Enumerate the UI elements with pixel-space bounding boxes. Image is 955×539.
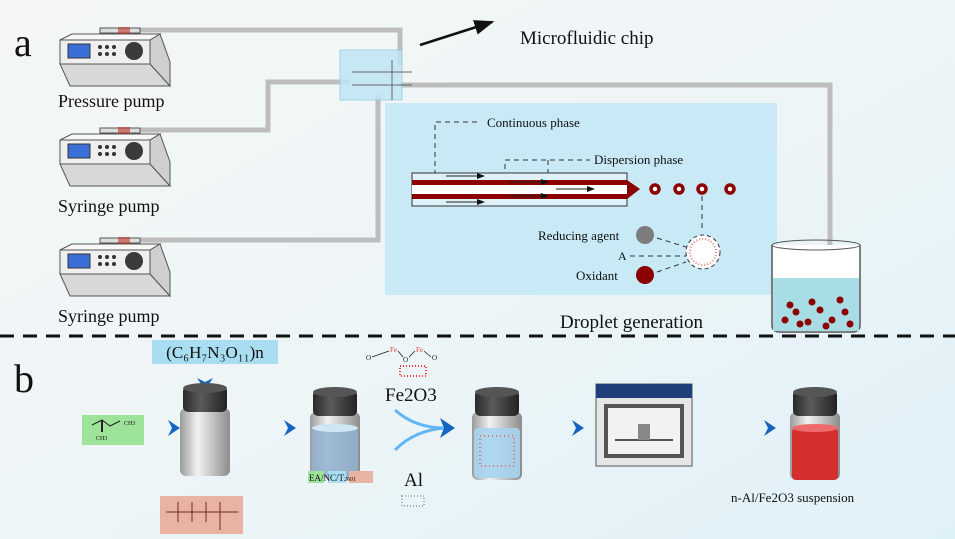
droplet (696, 183, 708, 195)
drying-oven (595, 383, 693, 467)
chip-label: Microfluidic chip (520, 28, 654, 49)
panel-b-letter: b (14, 356, 34, 401)
pressure-pump-label: Pressure pump (58, 91, 165, 111)
vial-product (790, 387, 840, 480)
ethyl-acetate-structure: CH3 CH3 (82, 415, 144, 445)
fe2o3-structure: O Fe O Fe O (366, 346, 437, 377)
al-label: Al (404, 470, 423, 491)
svg-text:O: O (366, 354, 371, 362)
droplet-generation-panel: Continuous phase Dispersion phase Reduci… (385, 103, 777, 295)
droplets (649, 183, 736, 195)
al-particles (401, 495, 425, 507)
droplet (673, 183, 685, 195)
reducing-agent-label: Reducing agent (538, 228, 620, 243)
mixture-label: EA/NC/T2601 (308, 471, 373, 483)
syringe-pump-2-label: Syringe pump (58, 306, 160, 326)
droplet-magnified (685, 234, 721, 270)
syringe-pump-1: Syringe pump (58, 126, 171, 216)
polymer-formula-box (152, 340, 278, 364)
droplet (649, 183, 661, 195)
pressure-pump: Pressure pump (58, 26, 171, 111)
reducing-agent-dot (636, 226, 654, 244)
droplet-generation-label: Droplet generation (560, 312, 703, 333)
syringe-pump-1-label: Syringe pump (58, 196, 160, 216)
droplet (724, 183, 736, 195)
polymer-formula: (C₆H₇N₃O₁₁)n (166, 343, 264, 362)
chip-pointer-arrow (419, 20, 495, 47)
vial-mixture (310, 387, 360, 480)
t2601-structure (160, 496, 243, 534)
product-label: n-Al/Fe2O3 suspension (731, 490, 855, 505)
microfluidic-chip (339, 49, 412, 101)
svg-text:CH3: CH3 (124, 421, 135, 427)
syringe-pump-2: Syringe pump (58, 236, 171, 326)
a-marker: A (618, 249, 627, 263)
panel-a-letter: a (14, 20, 32, 65)
svg-text:Fe: Fe (390, 346, 397, 354)
svg-text:O: O (432, 354, 437, 362)
svg-text:EA/NC/T2601: EA/NC/T2601 (309, 473, 356, 483)
beaker (771, 239, 861, 333)
continuous-phase-label: Continuous phase (487, 115, 580, 130)
fe2o3-label: Fe2O3 (385, 385, 437, 406)
vial-empty (180, 383, 230, 476)
svg-text:CH3: CH3 (96, 436, 107, 442)
oxidant-dot (636, 266, 654, 284)
svg-text:Fe: Fe (416, 346, 423, 354)
dispersion-phase-label: Dispersion phase (594, 152, 683, 167)
svg-text:O: O (403, 356, 408, 364)
fe2o3-particles (399, 365, 427, 377)
vial-with-particles (472, 387, 522, 480)
oxidant-label: Oxidant (576, 268, 618, 283)
